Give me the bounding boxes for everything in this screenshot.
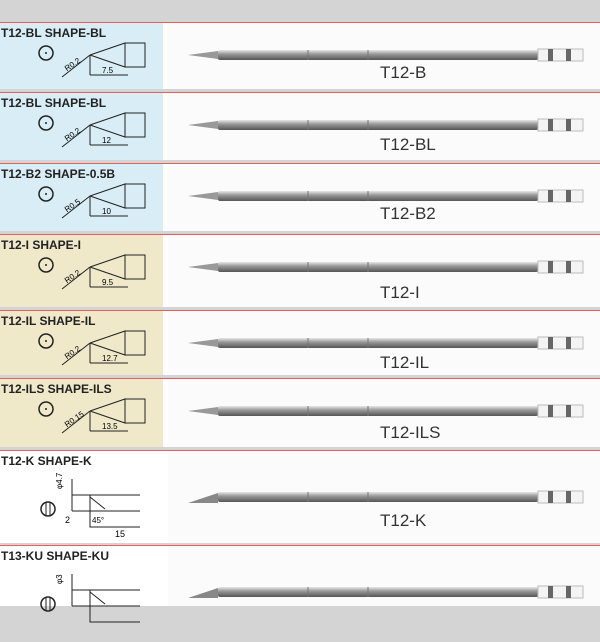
svg-text:7.5: 7.5 — [102, 66, 114, 75]
svg-text:15: 15 — [115, 529, 125, 539]
knife-tip-diagram: φ4.7 2 45° 15 — [40, 472, 140, 539]
tip-model-label: T12-ILS — [380, 423, 441, 442]
soldering-tip-image — [188, 336, 584, 350]
soldering-tip-image — [188, 48, 584, 62]
tip-shape-title: T13-KU SHAPE-KU — [1, 549, 110, 563]
soldering-tip-image — [188, 260, 584, 274]
soldering-tip-image — [188, 585, 584, 599]
svg-text:12.7: 12.7 — [102, 354, 118, 363]
tip-shape-title: T12-B2 SHAPE-0.5B — [1, 167, 116, 181]
svg-text:45°: 45° — [92, 516, 104, 525]
tip-model-label: T12-B2 — [380, 204, 436, 223]
shape-panel: T12-BL SHAPE-BL R0.2 7.5 — [0, 23, 163, 89]
tip-shape-title: T12-K SHAPE-K — [1, 454, 92, 468]
conical-tip-diagram: R0.2 12 — [38, 112, 146, 148]
tip-row: T12-B2 SHAPE-0.5B R0.5 10 T12-B2 — [0, 163, 600, 231]
tip-photo: T12-B2 — [168, 164, 600, 231]
tip-shape-title: T12-BL SHAPE-BL — [1, 96, 107, 110]
shape-panel: T12-K SHAPE-K φ4.7 2 45° 15 — [0, 451, 163, 543]
tip-shape-title: T12-BL SHAPE-BL — [1, 26, 107, 40]
tip-photo — [168, 546, 600, 606]
tip-photo: T12-ILS — [168, 379, 600, 447]
tip-shape-title: T12-IL SHAPE-IL — [1, 314, 96, 328]
svg-text:13.5: 13.5 — [102, 422, 118, 431]
tip-model-label: T12-I — [380, 283, 420, 302]
diameter-label: φ4.7 — [55, 472, 64, 489]
shape-panel: T13-KU SHAPE-KU φ3 — [0, 546, 163, 623]
conical-tip-diagram: R0.5 10 — [38, 183, 146, 219]
tip-photo: T12-B — [168, 23, 600, 89]
shape-panel: T12-ILS SHAPE-ILS R0.15 13.5 — [0, 379, 163, 447]
tip-photo: T12-K — [168, 451, 600, 543]
tip-model-label: T12-IL — [380, 353, 430, 372]
soldering-tip-image — [188, 404, 584, 418]
tip-model-label: T12-K — [380, 511, 427, 530]
conical-tip-diagram: R0.2 7.5 — [38, 42, 146, 78]
tip-row: T13-KU SHAPE-KU φ3 — [0, 545, 600, 623]
tip-shape-title: T12-I SHAPE-I — [1, 238, 82, 252]
soldering-tip-image — [188, 189, 584, 203]
tip-row: T12-K SHAPE-K φ4.7 2 45° 15 T12-K — [0, 450, 600, 543]
svg-text:R0.2: R0.2 — [63, 268, 82, 285]
svg-text:R0.2: R0.2 — [63, 56, 82, 73]
diameter-label: φ3 — [55, 574, 64, 584]
shape-panel: T12-BL SHAPE-BL R0.2 12 — [0, 93, 163, 160]
tip-photo: T12-I — [168, 235, 600, 307]
conical-tip-diagram: R0.15 13.5 — [38, 398, 146, 434]
tip-row: T12-IL SHAPE-IL R0.2 12.7 T12-IL — [0, 310, 600, 375]
svg-text:2: 2 — [65, 515, 70, 525]
shape-panel: T12-IL SHAPE-IL R0.2 12.7 — [0, 311, 163, 375]
shape-panel: T12-I SHAPE-I R0.2 9.5 — [0, 235, 163, 307]
tip-shape-title: T12-ILS SHAPE-ILS — [1, 382, 112, 396]
svg-text:10: 10 — [102, 207, 111, 216]
knife-tip-diagram: φ3 — [40, 574, 140, 623]
svg-text:R0.2: R0.2 — [63, 126, 82, 143]
svg-text:9.5: 9.5 — [102, 278, 114, 287]
svg-text:12: 12 — [102, 136, 111, 145]
tip-row: T12-BL SHAPE-BL R0.2 7.5 T12-B — [0, 22, 600, 89]
svg-text:R0.15: R0.15 — [63, 409, 86, 429]
tip-row: T12-BL SHAPE-BL R0.2 12 T12-BL — [0, 92, 600, 160]
conical-tip-diagram: R0.2 9.5 — [38, 254, 146, 290]
conical-tip-diagram: R0.2 12.7 — [38, 330, 146, 366]
tip-model-label: T12-B — [380, 63, 427, 82]
tip-photo: T12-IL — [168, 311, 600, 375]
soldering-tip-image — [188, 490, 584, 504]
svg-text:R0.2: R0.2 — [63, 344, 82, 361]
shape-panel: T12-B2 SHAPE-0.5B R0.5 10 — [0, 164, 163, 231]
svg-text:R0.5: R0.5 — [63, 197, 82, 214]
tip-row: T12-ILS SHAPE-ILS R0.15 13.5 T12-ILS — [0, 378, 600, 447]
tip-model-label: T12-BL — [380, 135, 436, 154]
tip-row: T12-I SHAPE-I R0.2 9.5 T12-I — [0, 234, 600, 307]
soldering-tip-image — [188, 118, 584, 132]
tip-photo: T12-BL — [168, 93, 600, 160]
